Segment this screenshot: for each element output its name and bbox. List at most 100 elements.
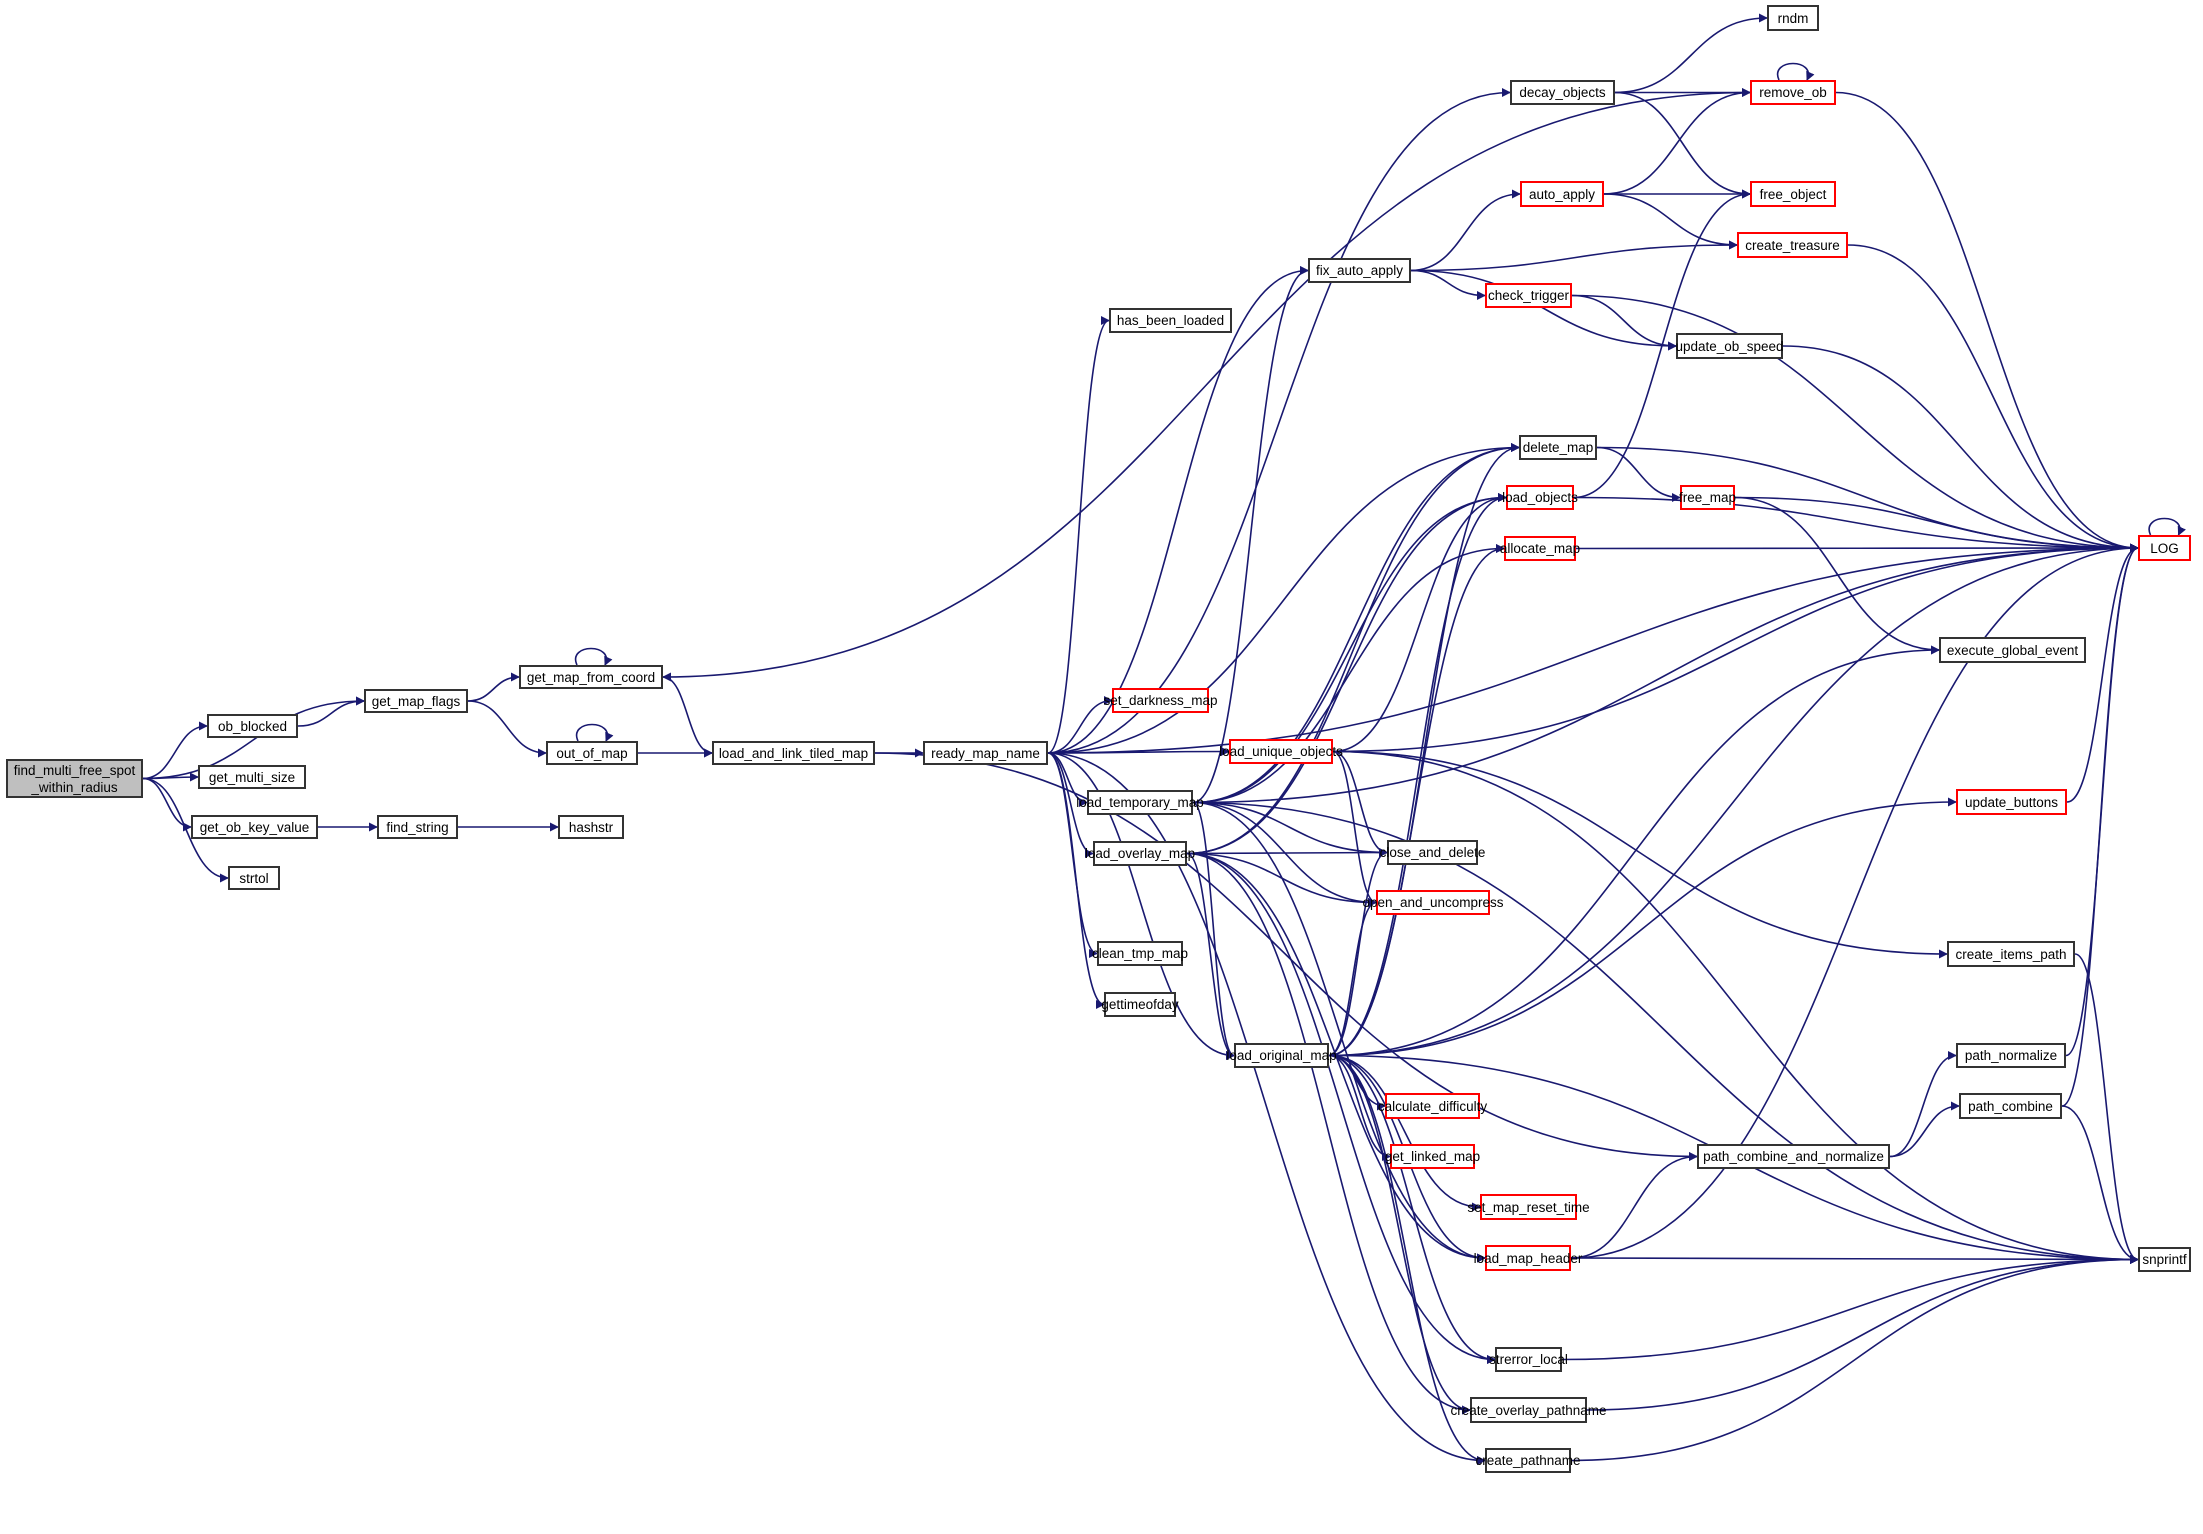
edge-load-temporary-map-to-delete-map: [1192, 443, 1520, 804]
edge-load-original-map-to-set-map-reset-time: [1328, 1054, 1481, 1212]
node-update-ob-speed[interactable]: update_ob_speed: [1675, 333, 1784, 359]
node-strtol[interactable]: strtol: [228, 866, 280, 890]
edge-load-original-map-to-get-linked-map: [1328, 1054, 1391, 1161]
node-auto-apply[interactable]: auto_apply: [1520, 181, 1604, 207]
node-close-and-delete[interactable]: close_and_delete: [1380, 840, 1485, 865]
node-load-objects[interactable]: load_objects: [1502, 485, 1578, 510]
node-path-combine-and-normalize[interactable]: path_combine_and_normalize: [1697, 1144, 1890, 1169]
node-create-items-path[interactable]: create_items_path: [1947, 941, 2075, 967]
edge-load-map-header-to-path-combine-and-normalize: [1570, 1152, 1698, 1259]
edge-load-original-map-to-strerror-local: [1328, 1054, 1496, 1364]
node-gettimeofday[interactable]: gettimeofday: [1101, 992, 1179, 1017]
node-has-been-loaded[interactable]: has_been_loaded: [1109, 308, 1232, 333]
edge-load-unique-objects-to-log: [1332, 543, 2139, 753]
node-open-and-uncompress[interactable]: open_and_uncompress: [1362, 890, 1504, 915]
edge-get-map-flags-to-out-of-map: [467, 700, 547, 758]
edge-load-original-map-to-load-objects: [1328, 493, 1507, 1057]
edge-load-unique-objects-to-create-items-path: [1332, 750, 1948, 959]
node-find-string[interactable]: find_string: [377, 815, 458, 839]
node-ob-blocked[interactable]: ob_blocked: [207, 714, 298, 738]
edge-create-treasure-to-log: [1847, 244, 2139, 553]
node-ready-map-name[interactable]: ready_map_name: [923, 741, 1048, 765]
node-update-buttons[interactable]: update_buttons: [1956, 789, 2067, 815]
node-load-temporary-map[interactable]: load_temporary_map: [1076, 790, 1204, 815]
node-create-pathname[interactable]: create_pathname: [1475, 1448, 1581, 1473]
edge-load-unique-objects-to-load-objects: [1332, 493, 1507, 753]
node-get-map-from-coord[interactable]: get_map_from_coord: [519, 665, 663, 689]
node-set-map-reset-time[interactable]: set_map_reset_time: [1467, 1194, 1590, 1220]
node-remove-ob[interactable]: remove_ob: [1750, 80, 1836, 105]
edge-ready-map-name-to-load-overlay-map: [1047, 752, 1094, 858]
node-delete-map[interactable]: delete_map: [1519, 435, 1597, 460]
edge-remove-ob-to-get-map-from-coord: [662, 91, 1751, 682]
node-calculate-difficulty[interactable]: calculate_difficulty: [1378, 1093, 1487, 1119]
edge-load-overlay-map-to-strerror-local: [1186, 852, 1496, 1364]
edge-ready-map-name-to-set-darkness-map: [1047, 696, 1113, 754]
edge-remove-ob-to-log: [1835, 91, 2139, 553]
edge-load-objects-to-free-object: [1573, 189, 1751, 499]
edge-load-original-map-to-allocate-map: [1328, 544, 1505, 1057]
edge-load-original-map-to-create-overlay-pathname: [1328, 1054, 1471, 1415]
node-path-combine[interactable]: path_combine: [1959, 1093, 2062, 1119]
node-allocate-map[interactable]: allocate_map: [1500, 536, 1580, 561]
node-check-trigger[interactable]: check_trigger: [1485, 283, 1572, 308]
node-rndm[interactable]: rndm: [1767, 5, 1819, 31]
edge-delete-map-to-free-map: [1596, 446, 1681, 502]
edge-load-original-map-to-create-pathname: [1328, 1054, 1486, 1465]
edge-out-of-map-to-out-of-map: [575, 723, 614, 742]
node-decay-objects[interactable]: decay_objects: [1510, 80, 1615, 105]
edge-allocate-map-to-log: [1575, 543, 2139, 553]
edge-create-overlay-pathname-to-snprintf: [1586, 1255, 2139, 1411]
edge-load-overlay-map-to-create-overlay-pathname: [1186, 852, 1471, 1415]
node-execute-global-event[interactable]: execute_global_event: [1939, 637, 2086, 663]
edge-ob-blocked-to-get-map-flags: [297, 696, 365, 727]
edge-free-map-to-log: [1734, 496, 2139, 553]
node-load-map-header[interactable]: load_map_header: [1474, 1245, 1582, 1271]
edge-load-and-link-tiled-map-to-path-combine-and-normalize: [874, 752, 1698, 1161]
node-fix-auto-apply[interactable]: fix_auto_apply: [1308, 258, 1411, 283]
edge-fix-auto-apply-to-create-treasure: [1410, 240, 1738, 272]
edge-load-original-map-to-update-buttons: [1328, 797, 1957, 1057]
node-get-ob-key-value[interactable]: get_ob_key_value: [191, 815, 318, 839]
edge-ready-map-name-to-decay-objects: [1047, 88, 1511, 754]
edge-get-map-from-coord-to-get-map-from-coord: [574, 647, 613, 666]
node-log[interactable]: LOG: [2138, 535, 2191, 561]
node-free-map[interactable]: free_map: [1679, 485, 1736, 510]
node-free-object[interactable]: free_object: [1750, 181, 1836, 207]
node-create-overlay-pathname[interactable]: create_overlay_pathname: [1450, 1397, 1607, 1423]
edge-load-temporary-map-to-snprintf: [1192, 801, 2139, 1264]
edge-path-combine-to-snprintf: [2061, 1105, 2139, 1264]
edge-ready-map-name-to-has-been-loaded: [1047, 316, 1110, 754]
node-load-unique-objects[interactable]: load_unique_objects: [1219, 739, 1343, 764]
node-path-normalize[interactable]: path_normalize: [1956, 1043, 2066, 1068]
edge-layer: [142, 13, 2186, 1465]
edge-load-overlay-map-to-close-and-delete: [1186, 848, 1388, 858]
node-load-overlay-map[interactable]: load_overlay_map: [1085, 841, 1195, 866]
node-load-original-map[interactable]: load_original_map: [1226, 1043, 1337, 1068]
edge-fix-auto-apply-to-check-trigger: [1410, 269, 1486, 300]
node-clean-tmp-map[interactable]: clean_tmp_map: [1092, 941, 1188, 966]
node-strerror-local[interactable]: strerror_local: [1489, 1347, 1568, 1372]
node-load-and-link-tiled-map[interactable]: load_and_link_tiled_map: [712, 741, 875, 765]
edge-update-ob-speed-to-log: [1782, 345, 2139, 553]
edge-auto-apply-to-create-treasure: [1603, 193, 1738, 250]
edge-get-map-flags-to-get-map-from-coord: [467, 672, 520, 702]
node-create-treasure[interactable]: create_treasure: [1737, 232, 1848, 258]
edge-remove-ob-to-remove-ob: [1776, 62, 1815, 81]
edge-load-overlay-map-to-load-objects: [1186, 493, 1507, 855]
node-root[interactable]: find_multi_free_spot _within_radius: [6, 759, 143, 798]
edge-decay-objects-to-rndm: [1614, 13, 1768, 94]
node-set-darkness-map[interactable]: set_darkness_map: [1103, 688, 1218, 713]
node-get-map-flags[interactable]: get_map_flags: [364, 689, 468, 713]
edge-check-trigger-to-log: [1571, 294, 2139, 553]
node-snprintf[interactable]: snprintf: [2138, 1247, 2191, 1272]
edge-load-unique-objects-to-close-and-delete: [1332, 750, 1388, 857]
node-hashstr[interactable]: hashstr: [558, 815, 624, 839]
edge-load-map-header-to-log: [1570, 543, 2139, 1259]
node-get-linked-map[interactable]: get_linked_map: [1385, 1144, 1480, 1169]
edge-log-to-log: [2148, 517, 2186, 536]
node-get-multi-size[interactable]: get_multi_size: [198, 765, 306, 789]
node-out-of-map[interactable]: out_of_map: [546, 741, 638, 765]
edge-path-combine-and-normalize-to-path-normalize: [1889, 1051, 1957, 1158]
edge-ready-map-name-to-fix-auto-apply: [1047, 266, 1309, 754]
